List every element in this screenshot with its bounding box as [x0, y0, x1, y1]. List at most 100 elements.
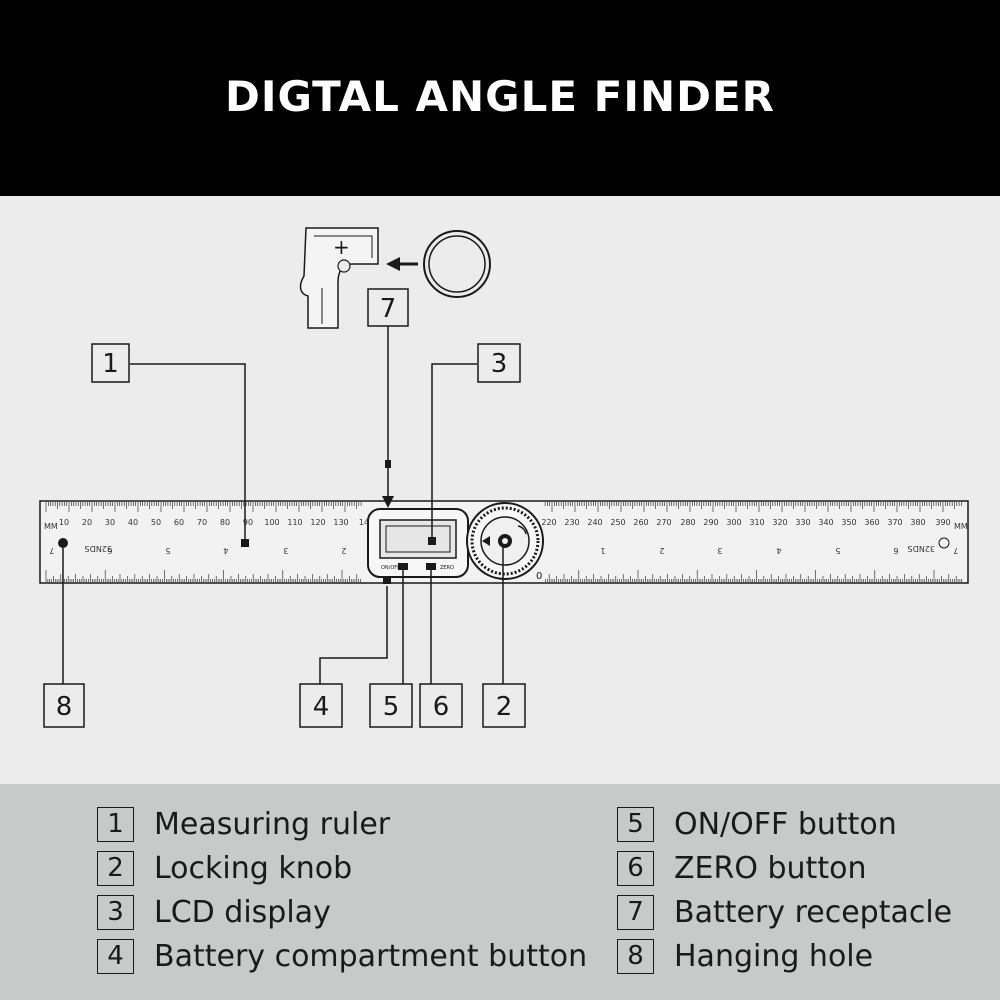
- callout-5: 5: [369, 683, 413, 728]
- ruler-inch-label: 1: [600, 546, 605, 555]
- knob-zero-label: 0: [536, 571, 542, 582]
- ruler-mm-label: 280: [680, 518, 695, 527]
- legend-item-measuring-ruler: 1 Measuring ruler: [97, 804, 390, 844]
- callout-leaders: [62, 326, 504, 684]
- callout-4: 4: [299, 683, 343, 728]
- ruler-mm-label: 120: [310, 518, 325, 527]
- legend-number-box: 1: [97, 806, 134, 842]
- ruler-mm-label: 250: [610, 518, 625, 527]
- battery-compartment-button[interactable]: [383, 576, 391, 584]
- hanging-hole-right: [938, 537, 950, 549]
- callout-7: 7: [367, 288, 409, 327]
- ruler-mm-label: 20: [82, 518, 92, 527]
- ruler-inch-label: 6: [107, 546, 112, 555]
- ruler-mm-label: 80: [220, 518, 230, 527]
- callout-8: 8: [43, 683, 85, 728]
- ruler-unit-32nds-right: 32NDS: [908, 544, 935, 553]
- ruler-inch-label: 7: [953, 546, 958, 555]
- ruler-unit-mm-left: MM: [44, 522, 58, 531]
- ruler-inch-label: 5: [165, 546, 170, 555]
- ruler-top-ticks: [45, 502, 962, 512]
- ruler-mm-label: 340: [818, 518, 833, 527]
- on-off-button[interactable]: [398, 563, 408, 570]
- legend-panel: 1 Measuring ruler 2 Locking knob 3 LCD d…: [0, 784, 1000, 1000]
- legend-number-box: 3: [97, 894, 134, 930]
- arrow-left-icon: [386, 257, 418, 271]
- callout-2: 2: [482, 683, 526, 728]
- ruler-mm-label: 90: [243, 518, 253, 527]
- ruler-mm-label: 130: [333, 518, 348, 527]
- ruler-inch-label: 6: [893, 546, 898, 555]
- coin-battery-illustration: [423, 230, 491, 298]
- display-housing: ON/OFF ZERO: [367, 508, 469, 584]
- callout-3: 3: [477, 343, 521, 383]
- zero-button[interactable]: [426, 563, 436, 570]
- ruler-unit-mm-right: MM: [954, 522, 968, 531]
- ruler-unit-32nds-left: 32NDS: [85, 544, 112, 553]
- legend-number-box: 5: [617, 806, 654, 842]
- legend-number-box: 6: [617, 850, 654, 886]
- ruler-mm-label: 50: [151, 518, 161, 527]
- legend-item-on-off-button: 5 ON/OFF button: [617, 804, 897, 844]
- legend-number-box: 4: [97, 938, 134, 974]
- legend-label: ZERO button: [674, 850, 867, 886]
- ruler-mm-label: 300: [726, 518, 741, 527]
- ruler-bottom-ticks: [45, 570, 963, 582]
- ruler-mm-label: 70: [197, 518, 207, 527]
- svg-text:7: 7: [380, 294, 397, 324]
- ruler-mm-label: 60: [174, 518, 184, 527]
- ruler-mm-label: 270: [656, 518, 671, 527]
- ruler-mm-label: 100: [264, 518, 279, 527]
- svg-text:5: 5: [383, 692, 400, 722]
- legend-label: ON/OFF button: [674, 806, 897, 842]
- legend-item-locking-knob: 2 Locking knob: [97, 848, 352, 888]
- ruler-mm-label: 110: [287, 518, 302, 527]
- legend-item-battery-receptacle: 7 Battery receptacle: [617, 892, 952, 932]
- hanging-hole: [58, 538, 68, 548]
- ruler-mm-label: 240: [587, 518, 602, 527]
- ruler-mm-label: 360: [864, 518, 879, 527]
- ruler-mm-label: 260: [633, 518, 648, 527]
- legend-number-box: 8: [617, 938, 654, 974]
- legend-item-hanging-hole: 8 Hanging hole: [617, 936, 873, 976]
- svg-text:2: 2: [496, 692, 513, 722]
- ruler-mm-label: 10: [59, 518, 69, 527]
- legend-label: LCD display: [154, 894, 331, 930]
- svg-text:3: 3: [491, 349, 508, 379]
- ruler-mm-label: 380: [910, 518, 925, 527]
- legend-label: Measuring ruler: [154, 806, 391, 842]
- ruler-mm-label: 390: [935, 518, 950, 527]
- legend-label: Battery receptacle: [674, 894, 953, 930]
- ruler-inch-label: 2: [341, 546, 346, 555]
- legend-number-box: 2: [97, 850, 134, 886]
- ruler-mm-label: 40: [128, 518, 138, 527]
- battery-plus-sign: +: [333, 235, 350, 259]
- ruler-mm-label: 310: [749, 518, 764, 527]
- header-banner: DIGTAL ANGLE FINDER: [0, 0, 1000, 196]
- ruler-inch-label: 7: [49, 546, 54, 555]
- legend-item-battery-compartment-button: 4 Battery compartment button: [97, 936, 587, 976]
- arrow-down-icon: [382, 496, 394, 508]
- ruler-mm-label: 220: [541, 518, 556, 527]
- svg-text:8: 8: [56, 692, 73, 722]
- battery-receptacle-illustration: +: [299, 227, 379, 329]
- ruler-mm-label: 290: [703, 518, 718, 527]
- ruler-mm-label: 370: [887, 518, 902, 527]
- zero-label: ZERO: [440, 565, 454, 571]
- ruler-mm-label: 320: [772, 518, 787, 527]
- legend-label: Battery compartment button: [154, 938, 588, 974]
- callout-1: 1: [91, 343, 130, 383]
- ruler-mm-label: 230: [564, 518, 579, 527]
- svg-text:4: 4: [313, 692, 330, 722]
- ruler-mm-label: 330: [795, 518, 810, 527]
- locking-knob: 0: [466, 502, 544, 582]
- legend-item-zero-button: 6 ZERO button: [617, 848, 866, 888]
- ruler-mm-label: 350: [841, 518, 856, 527]
- legend-item-lcd-display: 3 LCD display: [97, 892, 331, 932]
- legend-number-box: 7: [617, 894, 654, 930]
- ruler-inch-label: 3: [717, 546, 722, 555]
